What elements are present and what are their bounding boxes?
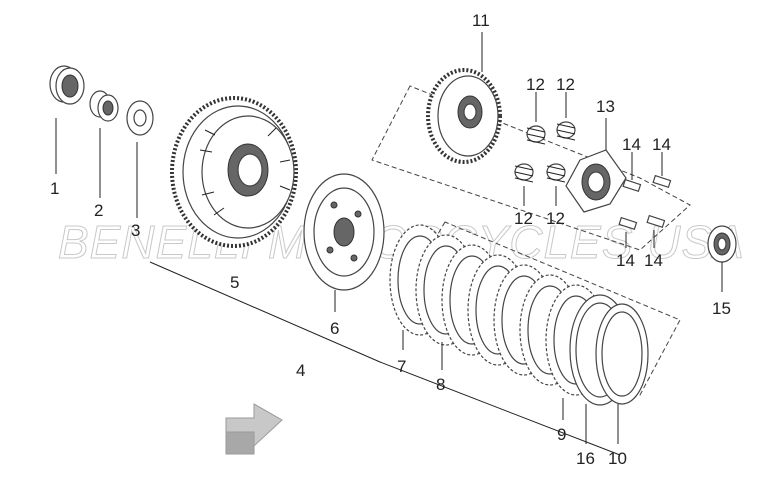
callout-6: 6 [330,319,339,338]
callout-13: 13 [596,97,615,116]
needle-bearing-part [49,65,85,105]
callout-8: 8 [436,375,445,394]
front-direction-arrow-icon [225,403,283,455]
callout-1: 1 [50,179,59,198]
retainer-bolt-part [618,174,672,231]
clutch-plate-stack [389,224,649,406]
callout-2: 2 [94,201,103,220]
callout-12-b: 12 [556,75,575,94]
callout-16: 16 [576,449,595,468]
callout-15: 15 [712,299,731,318]
callout-14-c: 14 [616,251,635,270]
callout-5: 5 [230,273,239,292]
clutch-spring-part [514,121,576,183]
callout-9: 9 [557,425,566,444]
callout-14-d: 14 [644,251,663,270]
callout-11: 11 [472,11,490,30]
callout-12-a: 12 [526,75,545,94]
bushing-part [89,90,119,122]
spring-retainer-plate-part [565,149,627,213]
callout-12-d: 12 [546,209,565,228]
callout-10: 10 [608,449,627,468]
clutch-hub-disc-part [303,173,385,291]
callout-7: 7 [397,357,406,376]
thrust-washer-part [126,100,154,136]
release-bearing-part [707,225,737,263]
leader-lines [55,32,723,444]
callout-12-c: 12 [514,209,533,228]
callout-14-b: 14 [652,135,671,154]
pressure-plate-part [426,68,502,164]
callout-14-a: 14 [622,135,641,154]
clutch-housing-part [170,96,298,248]
callout-4: 4 [296,361,305,380]
group-bracket-line [149,261,621,456]
callout-3: 3 [131,221,140,240]
